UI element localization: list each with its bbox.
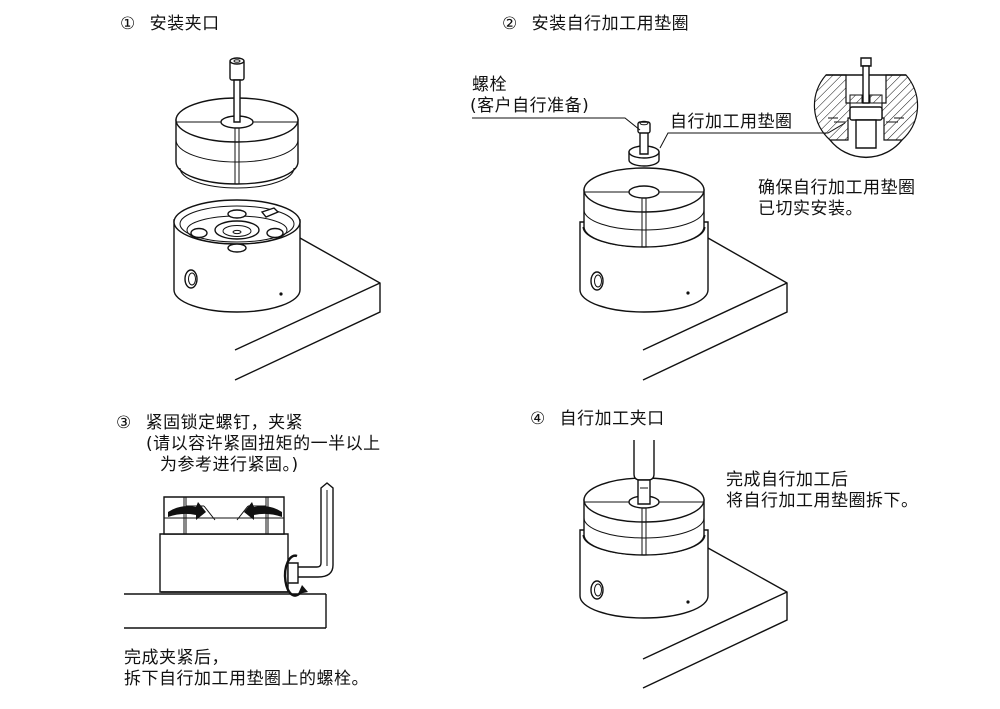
rotation-arrow <box>285 556 302 596</box>
step-1-number: ① <box>120 14 136 34</box>
machining-tool <box>634 440 654 504</box>
step-3-title: 紧固锁定螺钉，夹紧 <box>145 413 304 433</box>
step-1-heading: ① 安装夹口 <box>120 14 220 35</box>
side-screw-port <box>591 581 603 599</box>
step-2-illustration <box>472 58 918 380</box>
locating-key <box>262 208 278 217</box>
pocket-hole <box>191 229 207 238</box>
side-screw-port <box>591 272 603 290</box>
step-2-heading: ② 安装自行加工用垫圈 <box>502 14 689 35</box>
step-2-note-line1: 确保自行加工用垫圈 <box>758 178 916 198</box>
pocket-hole <box>228 244 246 252</box>
chuck-base <box>174 200 300 312</box>
machine-table <box>643 548 787 688</box>
step-3-illustration <box>124 483 333 628</box>
step-2-note-line2: 已切实安装。 <box>758 199 863 219</box>
step-1-title: 安装夹口 <box>149 14 220 34</box>
marker-dot <box>279 292 283 296</box>
pocket-hole <box>228 210 246 218</box>
machine-table <box>643 238 787 380</box>
machine-table-side <box>124 594 326 628</box>
clamp-arrow-left <box>168 502 206 520</box>
bolt-leader-line <box>472 118 640 130</box>
step-4-title: 自行加工夹口 <box>559 409 665 429</box>
washer-leader-line <box>660 123 845 148</box>
clamp-arrow-right <box>244 502 282 520</box>
step-3-note-line1: 完成夹紧后， <box>124 648 229 668</box>
step-3-note-line2: 拆下自行加工用垫圈上的螺栓。 <box>124 669 369 689</box>
step-1-illustration <box>174 58 380 380</box>
step-2-number: ② <box>502 14 518 34</box>
bolt-callout-line2: (客户自行准备) <box>470 96 590 116</box>
pocket-hole <box>267 229 283 238</box>
bolt <box>230 58 244 122</box>
machine-table <box>235 238 380 380</box>
step-3-sub-line2: 为参考进行紧固。) <box>160 455 299 475</box>
chuck-side-view <box>160 497 288 592</box>
hex-wrench <box>288 483 333 583</box>
step-3-sub-line1: (请以容许紧固扭矩的一半以上 <box>146 434 381 454</box>
step-3-number: ③ <box>116 413 132 433</box>
step-3-heading: ③ 紧固锁定螺钉，夹紧 <box>116 413 303 434</box>
step-4-note-line2: 将自行加工用垫圈拆下。 <box>726 491 919 511</box>
section-detail-view <box>814 58 917 157</box>
step-4-heading: ④ 自行加工夹口 <box>530 409 665 430</box>
step-2-title: 安装自行加工用垫圈 <box>531 14 690 34</box>
sectioned-washer <box>850 107 882 120</box>
marker-dot <box>686 291 690 295</box>
step-4-note-line1: 完成自行加工后 <box>726 470 849 490</box>
marker-dot <box>686 600 690 604</box>
washer-callout: 自行加工用垫圈 <box>670 112 793 132</box>
bolt <box>638 121 650 154</box>
chuck-assembled <box>580 168 708 312</box>
step-4-illustration <box>580 440 787 688</box>
side-screw-port <box>185 270 197 288</box>
bolt-callout-line1: 螺栓 <box>472 75 507 95</box>
step-4-number: ④ <box>530 409 546 429</box>
